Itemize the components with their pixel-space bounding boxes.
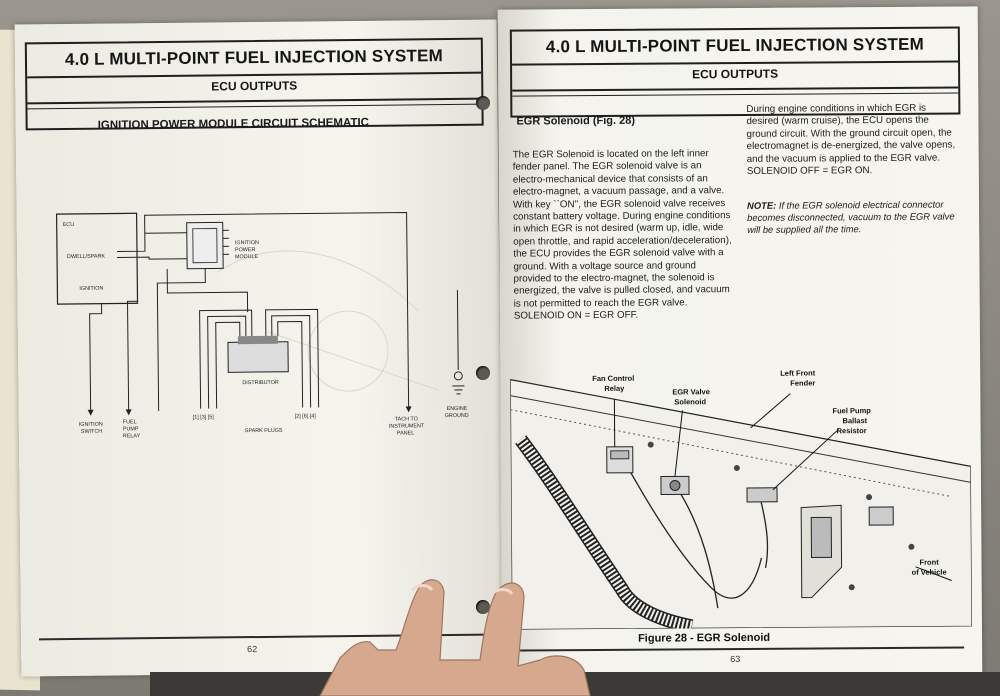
callout-fender-1: Left Front bbox=[780, 368, 816, 377]
binder-hole bbox=[476, 600, 490, 614]
ign-switch-1: IGNITION bbox=[79, 422, 103, 428]
tach-1: TACH TO bbox=[395, 416, 418, 422]
schematic-title: IGNITION POWER MODULE CIRCUIT SCHEMATIC bbox=[97, 116, 370, 132]
ignition-power-module bbox=[186, 221, 224, 270]
right-header-title: 4.0 L MULTI-POINT FUEL INJECTION SYSTEM bbox=[545, 34, 925, 57]
binder-hole bbox=[476, 366, 490, 380]
egr-body-column-1: The EGR Solenoid is located on the left … bbox=[512, 148, 732, 322]
ipm-label-2: POWER bbox=[235, 247, 256, 253]
plugs-right-label: [2] [6] [4] bbox=[295, 413, 317, 419]
callout-ballast-2: Ballast bbox=[843, 416, 868, 425]
left-header-subtitle: ECU OUTPUTS bbox=[211, 78, 298, 94]
binder-hole bbox=[476, 96, 490, 110]
spark-plugs-label: SPARK PLUGS bbox=[245, 428, 283, 434]
distributor bbox=[227, 341, 289, 373]
callout-fan-relay-1: Fan Control bbox=[592, 374, 634, 383]
figure-caption: Figure 28 - EGR Solenoid bbox=[638, 631, 771, 645]
plugs-left-label: [1] [3] [5] bbox=[193, 414, 215, 420]
ign-switch-2: SWITCH bbox=[81, 429, 102, 435]
callout-egr-1: EGR Valve bbox=[672, 387, 710, 396]
callout-front-2: of Vehicle bbox=[912, 568, 947, 577]
fender-panel bbox=[510, 378, 972, 630]
left-header-box: 4.0 L MULTI-POINT FUEL INJECTION SYSTEM … bbox=[24, 37, 484, 131]
ignition-label: IGNITION bbox=[79, 286, 103, 292]
egr-section-heading: EGR Solenoid (Fig. 28) bbox=[516, 114, 636, 128]
callout-fan-relay-2: Relay bbox=[604, 384, 625, 393]
ecu-label: ECU bbox=[63, 222, 75, 228]
ecu-box bbox=[55, 212, 139, 305]
fuel-pump-1: FUEL bbox=[123, 419, 137, 425]
tach-3: PANEL bbox=[397, 430, 414, 436]
note-label: NOTE: bbox=[746, 199, 777, 211]
left-page-number: 62 bbox=[247, 644, 258, 655]
fuel-pump-2: PUMP bbox=[123, 426, 139, 432]
left-page: 4.0 L MULTI-POINT FUEL INJECTION SYSTEM … bbox=[14, 19, 504, 677]
left-header-title: 4.0 L MULTI-POINT FUEL INJECTION SYSTEM bbox=[64, 46, 444, 70]
fuel-pump-3: RELAY bbox=[123, 433, 141, 439]
callout-fender-2: Fender bbox=[790, 378, 815, 387]
egr-body-column-2: During engine conditions in which EGR is… bbox=[746, 102, 956, 177]
ignition-schematic: ECU DWELL/SPARK IGNITION IGNITION POWER … bbox=[55, 211, 469, 439]
note-text: If the EGR solenoid electrical connector… bbox=[747, 198, 955, 235]
distributor-label: DISTRIBUTOR bbox=[242, 380, 279, 386]
callout-egr-2: Solenoid bbox=[674, 397, 706, 406]
ground-2: GROUND bbox=[445, 413, 469, 419]
callout-ballast-3: Resistor bbox=[837, 426, 867, 435]
ground-1: ENGINE bbox=[447, 406, 468, 412]
egr-note: NOTE: If the EGR solenoid electrical con… bbox=[747, 198, 957, 235]
dwell-spark-label: DWELL/SPARK bbox=[67, 254, 105, 260]
egr-figure: Fan Control Relay EGR Valve Solenoid Lef… bbox=[510, 368, 972, 630]
ipm-label-3: MODULE bbox=[235, 254, 259, 260]
ipm-label-1: IGNITION bbox=[235, 240, 259, 246]
right-page-number: 63 bbox=[730, 654, 741, 665]
ballast-resistor bbox=[746, 487, 778, 503]
hand bbox=[319, 579, 591, 696]
right-page: 4.0 L MULTI-POINT FUEL INJECTION SYSTEM … bbox=[497, 6, 983, 682]
tach-2: INSTRUMENT bbox=[389, 423, 425, 429]
callout-front-1: Front bbox=[919, 558, 939, 567]
callout-ballast-1: Fuel Pump bbox=[832, 406, 871, 415]
right-header-subtitle: ECU OUTPUTS bbox=[692, 66, 779, 82]
